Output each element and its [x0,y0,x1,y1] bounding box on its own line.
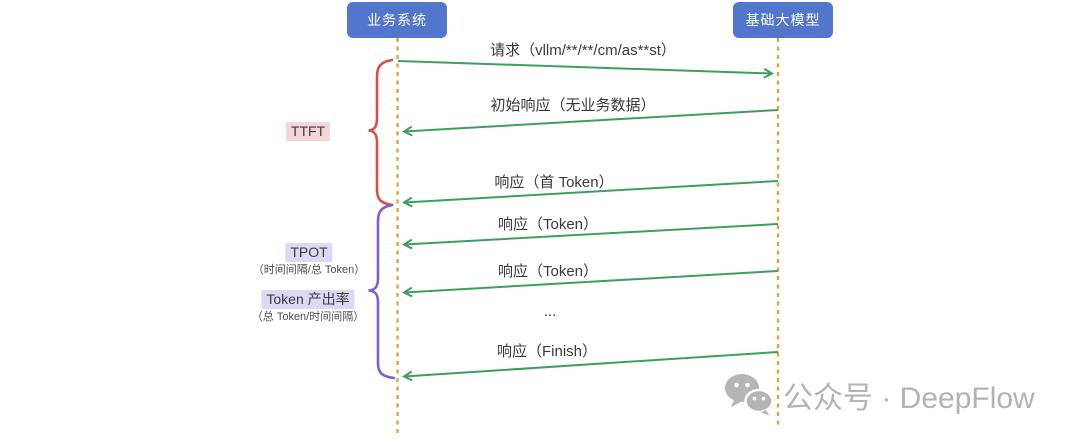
message-token-2-label: 响应（Token） [497,263,599,280]
arrow-response-finish [404,351,779,377]
metric-token-rate-sublabel: （总 Token/时间间隔） [251,311,365,323]
arrow-response-token-1 [404,223,779,245]
arrow-response-token-2 [404,270,779,293]
message-request-label: 请求（vllm/**/**/cm/as**st） [490,42,676,59]
actor-business-system: 业务系统 [347,2,447,38]
metric-tpot-sublabel: （时间间隔/总 Token） [252,264,366,276]
watermark-text: 公众号 · DeepFlow [783,382,1035,415]
tpot-brace [368,203,396,380]
actor-llm-label: 基础大模型 [745,12,821,28]
metric-tpot-label: TPOT [285,243,333,262]
actor-llm: 基础大模型 [733,2,833,38]
arrow-request [397,60,772,74]
message-first-token-label: 响应（首 Token） [494,174,614,191]
message-finish-label: 响应（Finish） [496,343,598,360]
ttft-brace [368,58,394,207]
message-initial-response-label: 初始响应（无业务数据） [490,97,656,114]
actor-business-system-label: 业务系统 [367,12,427,28]
wechat-icon [725,374,774,416]
arrow-initial-response [404,109,779,132]
metric-token-rate-label: Token 产出率 [261,290,355,309]
watermark: 公众号 · DeepFlow [724,373,1035,417]
arrow-response-first-token [404,180,779,203]
metric-ttft-label: TTFT [285,122,331,141]
message-token-1-label: 响应（Token） [497,216,599,233]
message-ellipsis: ... [543,303,557,320]
